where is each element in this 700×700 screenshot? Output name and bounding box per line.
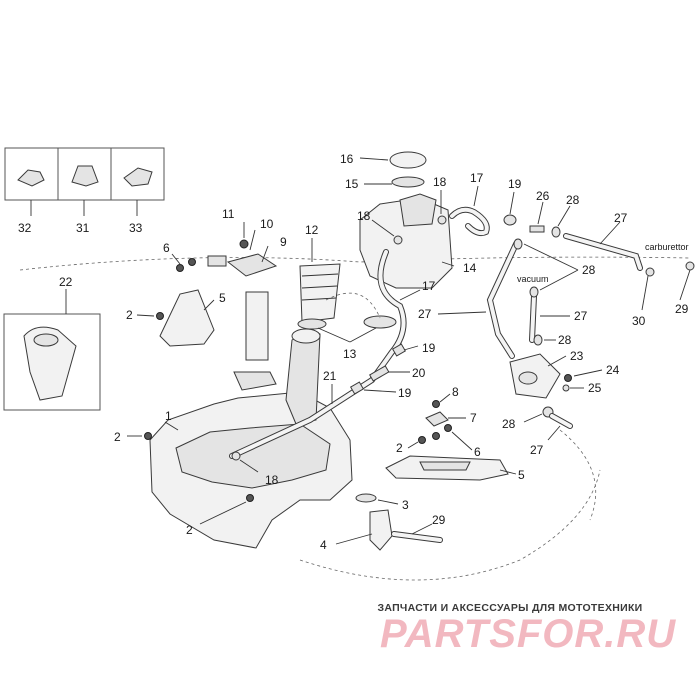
label-7: 7 [470,411,477,425]
label-13: 13 [343,347,357,361]
tank-neck [399,193,437,227]
label-19-top: 19 [508,177,522,191]
carburettor-line: 26 28 27 carburettor 29 30 [529,189,695,328]
expansion-tank-assembly: 16 15 14 18 18 [340,151,477,289]
clamp-13a [297,318,327,330]
label-14: 14 [463,261,477,275]
label-25: 25 [588,381,602,395]
inset-boxes-top-left: 32 31 33 [4,147,165,235]
connector-plug [207,255,227,267]
filler-hose-assembly: 12 13 [297,223,397,361]
label-27-low: 27 [530,443,544,457]
fittings-19-20-21: 19 20 19 21 18 [231,341,436,487]
bracket-right: 8 7 2 6 5 [385,385,525,482]
label-10: 10 [260,217,274,231]
gasket-15 [391,176,425,188]
label-19-mid: 19 [422,341,436,355]
annotation-carburettor: carburettor [645,242,689,252]
label-27-right: 27 [574,309,588,323]
label-24: 24 [606,363,620,377]
screw-11-icon [239,239,249,249]
annotation-vacuum: vacuum [517,274,549,284]
pump-gasket [226,253,278,277]
fuel-pump-body [245,291,269,361]
label-4: 4 [320,538,327,552]
label-27-top: 27 [614,211,628,225]
label-27-left: 27 [418,307,432,321]
breather-hose-17-top: 17 19 [449,171,522,237]
bracket-left: 6 5 2 [126,241,226,347]
label-32: 32 [18,221,32,235]
label-16: 16 [340,152,354,166]
label-19-low: 19 [398,386,412,400]
misc-28: 28 [645,0,659,3]
fitting-26 [529,225,545,233]
label-21: 21 [323,369,337,383]
label-2-tank-left: 2 [114,430,121,444]
label-23: 23 [570,349,584,363]
label-11: 11 [222,207,235,221]
label-28-top: 28 [566,193,580,207]
label-20: 20 [412,366,426,380]
label-5-left: 5 [219,291,226,305]
cap-16 [389,151,427,169]
filler-neck [285,329,321,425]
label-15: 15 [345,177,359,191]
tank-screws: 2 2 [114,430,254,537]
label-18-low: 18 [265,473,279,487]
rubber-pad-icon [23,326,77,401]
fuel-pump-assembly: 11 10 9 [207,207,287,391]
clip-31-icon [71,165,99,187]
label-28-low: 28 [502,417,516,431]
label-22: 22 [59,275,73,289]
fuel-cock-4 [369,509,393,551]
label-3: 3 [402,498,409,512]
label-29-bottom: 29 [432,513,446,527]
label-5-right: 5 [518,468,525,482]
vacuum-valve-assembly: vacuum 28 27 27 28 23 24 25 28 27 [418,238,620,457]
fuel-tank: 1 [149,328,353,549]
label-12: 12 [305,223,319,237]
label-30: 30 [632,314,646,328]
fuel-cock-assembly: 3 4 29 [320,493,446,552]
label-2-tank-bottom: 2 [186,523,193,537]
seal-7 [425,411,449,427]
breather-hose-17-left: 17 [229,249,436,459]
inset-box-22: 22 [3,275,101,411]
label-18-top: 18 [433,175,447,189]
label-17-left: 17 [422,279,436,293]
label-28-mid: 28 [558,333,572,347]
label-6-right: 6 [474,445,481,459]
pump-flange [233,371,277,391]
clamp-3 [355,493,377,503]
label-2-upper-left: 2 [126,308,133,322]
label-26: 26 [536,189,550,203]
label-17-top: 17 [470,171,484,185]
frame-outline-dashed [19,256,691,581]
label-6-left: 6 [163,241,170,255]
label-2-right: 2 [396,441,403,455]
label-33: 33 [129,221,143,235]
label-29-right: 29 [675,302,689,316]
label-8: 8 [452,385,459,399]
clamp-13b [363,315,397,329]
bracket-5-left [159,289,215,347]
label-31: 31 [76,221,90,235]
clip-33-icon [123,167,153,187]
label-18-mid: 18 [357,209,371,223]
watermark-tagline: ЗАПЧАСТИ И АКСЕССУАРЫ ДЛЯ МОТОТЕХНИКИ [377,602,643,614]
label-1: 1 [165,409,172,423]
clip-32-icon [17,169,45,187]
watermark-logo-text: PARTSFOR.RU [380,612,677,656]
filler-hose-12 [299,263,341,323]
label-28-vacuum: 28 [582,263,596,277]
label-9: 9 [280,235,287,249]
fuel-tank-top-face [175,423,331,489]
